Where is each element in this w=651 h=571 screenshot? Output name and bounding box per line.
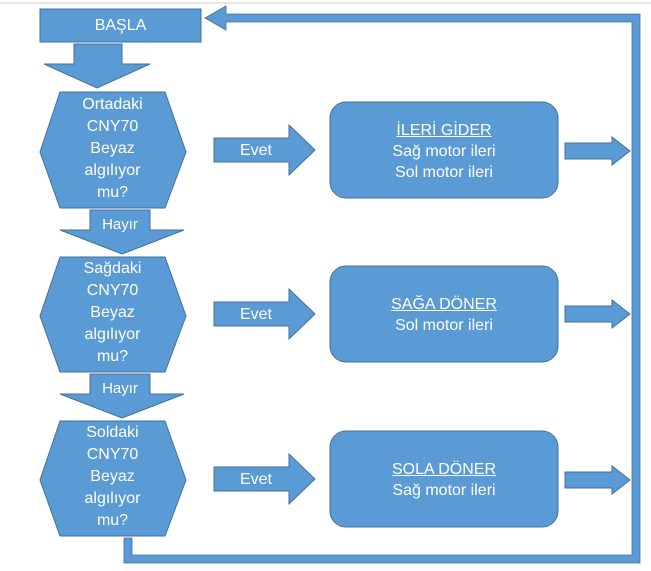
action-3-title: SOLA DÖNER xyxy=(391,461,497,478)
yes-label-2: Evet xyxy=(239,306,272,323)
no-label-2: Hayır xyxy=(102,380,138,397)
yes-arrow-2 xyxy=(213,287,316,341)
decision-hexagon-2 xyxy=(39,256,187,373)
decision-1-text: Ortadaki CNY70 Beyaz algılıyor mu? xyxy=(55,94,170,204)
decision-1-line: mu? xyxy=(96,184,129,201)
decision-3-line: algılıyor xyxy=(84,490,141,507)
decision-3-line: CNY70 xyxy=(86,446,139,463)
decision-3-text: Soldaki CNY70 Beyaz algılıyor mu? xyxy=(55,422,170,532)
action-2-text: SAĞA DÖNER Sol motor ileri xyxy=(330,294,558,336)
yes-label-1: Evet xyxy=(239,142,272,159)
decision-hexagon-3 xyxy=(39,420,187,537)
no-arrow-2 xyxy=(59,373,185,419)
decision-1-line: Ortadaki xyxy=(82,96,143,113)
decision-1-line: algılıyor xyxy=(84,162,141,179)
decision-1-line: Beyaz xyxy=(90,140,135,157)
yes-arrow-1 xyxy=(213,123,316,177)
return-arrow-2 xyxy=(564,298,631,330)
decision-2-line: Sağdaki xyxy=(83,260,142,277)
loop-back-connector xyxy=(123,5,641,564)
yes-label-3: Evet xyxy=(239,471,272,488)
yes-arrow-3 xyxy=(213,452,316,506)
decision-3-line: Soldaki xyxy=(86,424,139,441)
action-3-text: SOLA DÖNER Sağ motor ileri xyxy=(330,459,558,501)
return-arrow-3 xyxy=(564,464,631,496)
action-box-2 xyxy=(329,265,559,363)
action-box-1 xyxy=(329,101,559,199)
action-3-line: Sağ motor ileri xyxy=(392,482,496,499)
action-1-line: Sol motor ileri xyxy=(395,164,493,181)
decision-2-line: CNY70 xyxy=(86,282,139,299)
decision-2-line: mu? xyxy=(96,348,129,365)
decision-1-line: CNY70 xyxy=(86,118,139,135)
decision-3-line: Beyaz xyxy=(90,468,135,485)
action-2-title: SAĞA DÖNER xyxy=(391,296,497,313)
action-1-line: Sağ motor ileri xyxy=(392,143,496,160)
decision-2-line: algılıyor xyxy=(84,326,141,343)
action-box-3 xyxy=(329,430,559,528)
decision-2-line: Beyaz xyxy=(90,304,135,321)
decision-2-text: Sağdaki CNY70 Beyaz algılıyor mu? xyxy=(55,258,170,368)
return-arrow-1 xyxy=(564,135,631,167)
no-arrow-1 xyxy=(59,209,185,255)
decision-hexagon-1 xyxy=(39,91,187,209)
action-2-line: Sol motor ileri xyxy=(395,317,493,334)
start-label: BAŞLA xyxy=(94,17,147,34)
action-1-text: İLERİ GİDER Sağ motor ileri Sol motor il… xyxy=(330,120,558,183)
top-border-line xyxy=(0,2,651,4)
start-down-arrow xyxy=(43,43,151,89)
action-1-title: İLERİ GİDER xyxy=(396,122,492,139)
no-label-1: Hayır xyxy=(102,216,138,233)
start-box xyxy=(39,8,202,43)
decision-3-line: mu? xyxy=(96,512,129,529)
